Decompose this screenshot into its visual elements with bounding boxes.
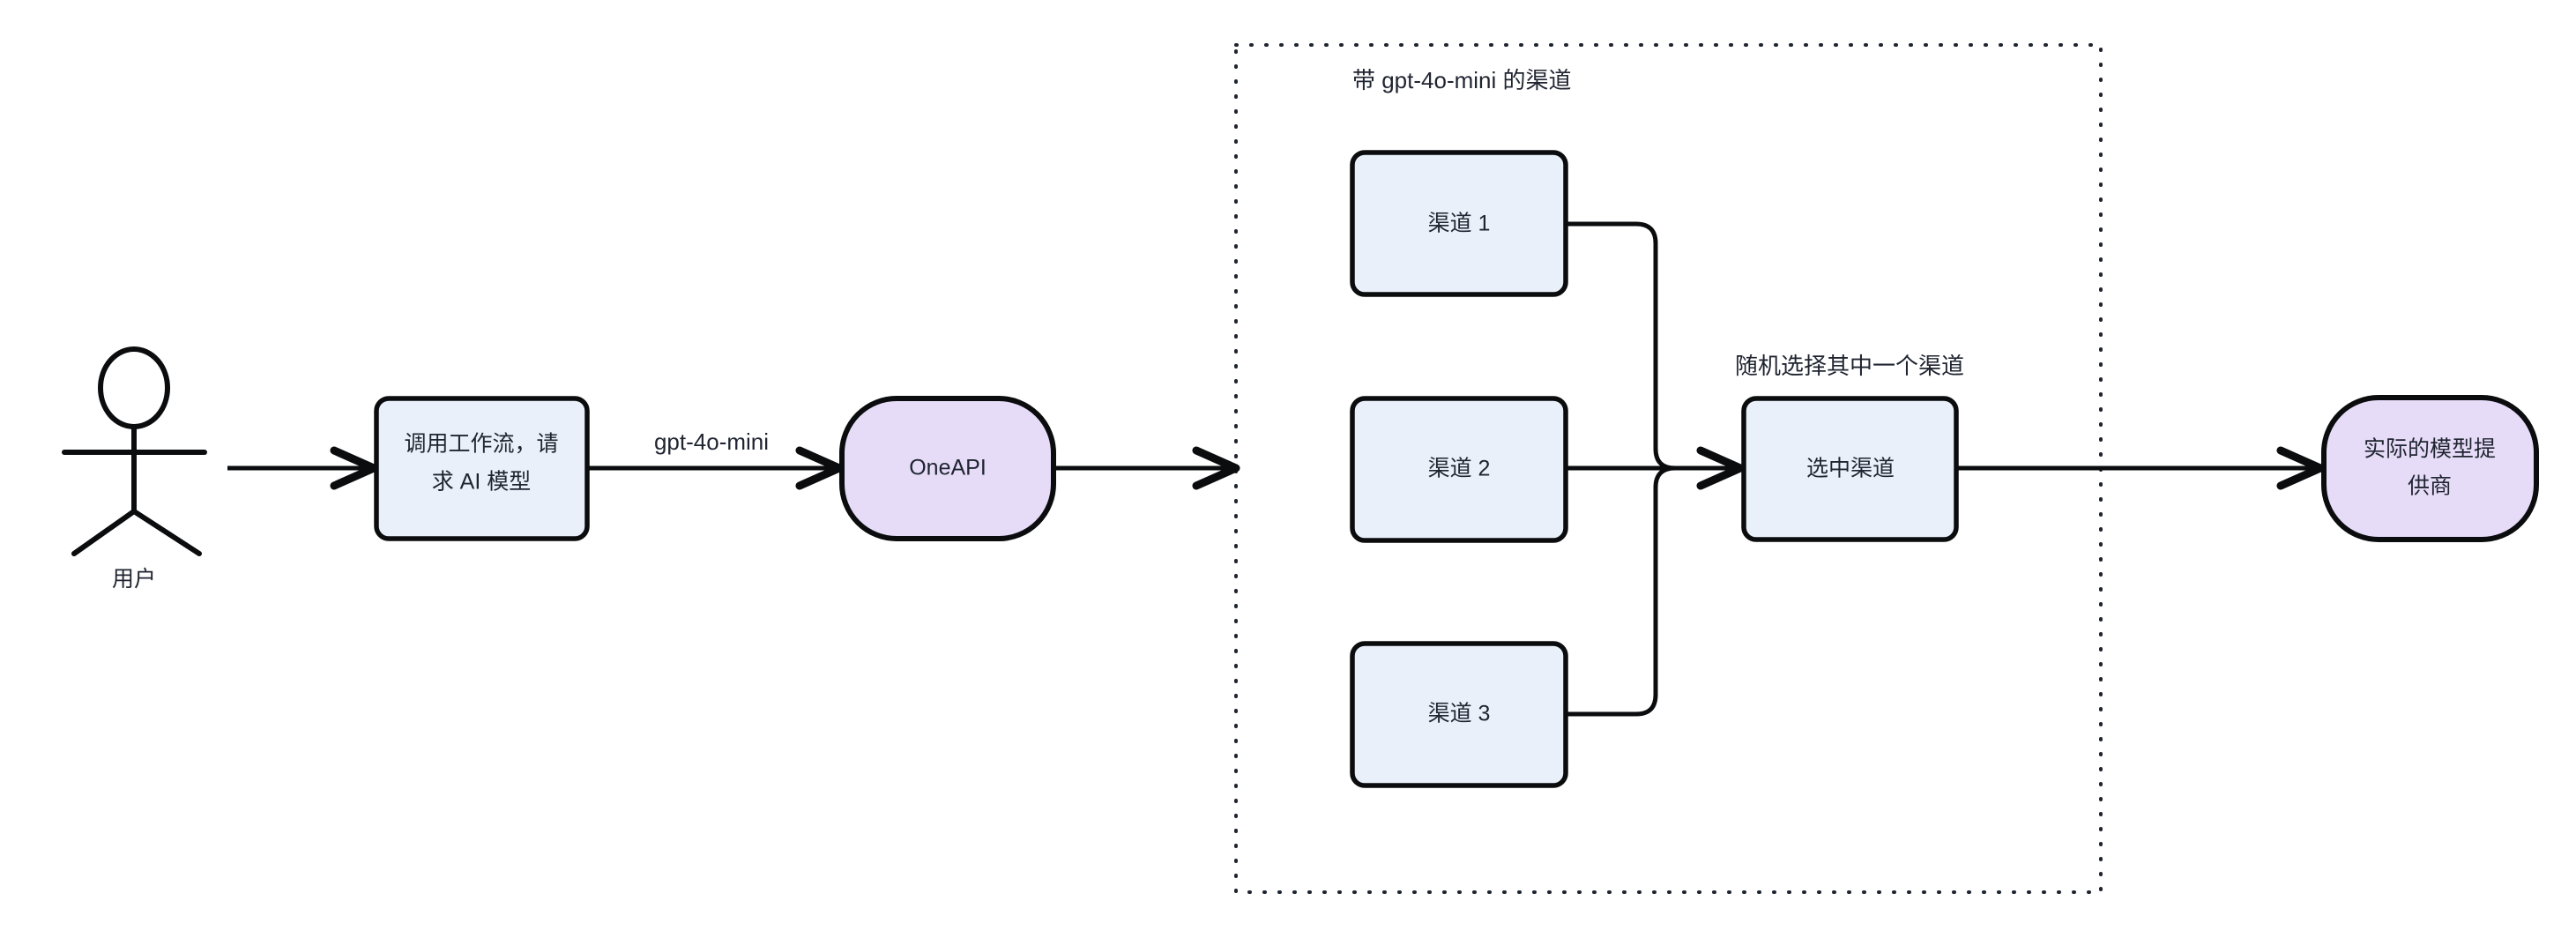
node-oneapi-label: OneAPI — [909, 456, 986, 480]
actor-right-leg-icon — [131, 509, 202, 556]
node-channel-1-label: 渠道 1 — [1428, 212, 1491, 236]
node-channel-2[interactable] — [1350, 396, 1568, 543]
user-actor — [62, 346, 207, 556]
edge-label-gpt-4o-mini: gpt-4o-mini — [654, 428, 769, 455]
node-channel-3-label: 渠道 3 — [1428, 702, 1491, 726]
node-workflow-label-line2: 求 AI 模型 — [432, 470, 532, 495]
node-provider[interactable] — [2321, 395, 2539, 542]
node-provider-label-line1: 实际的模型提 — [2364, 437, 2496, 462]
node-channel-3[interactable] — [1350, 641, 1568, 788]
channel-group-title: 带 gpt-4o-mini 的渠道 — [1352, 67, 1572, 93]
node-provider-label-line2: 供商 — [2408, 474, 2452, 499]
random-pick-label: 随机选择其中一个渠道 — [1735, 353, 1964, 379]
node-channel-1[interactable] — [1350, 150, 1568, 297]
actor-head-icon — [98, 346, 170, 429]
node-selected-channel-label: 选中渠道 — [1806, 457, 1895, 481]
edge-channel-1-to-selected — [1567, 221, 1676, 471]
node-channel-2-label: 渠道 2 — [1428, 457, 1491, 481]
edge-channel-3-to-selected — [1567, 465, 1676, 717]
node-selected-channel[interactable] — [1741, 396, 1959, 542]
node-workflow-label-line1: 调用工作流，请 — [404, 432, 558, 457]
node-oneapi[interactable] — [839, 396, 1056, 541]
user-actor-label: 用户 — [112, 567, 156, 592]
actor-left-leg-icon — [71, 509, 137, 556]
node-workflow[interactable] — [374, 396, 590, 541]
